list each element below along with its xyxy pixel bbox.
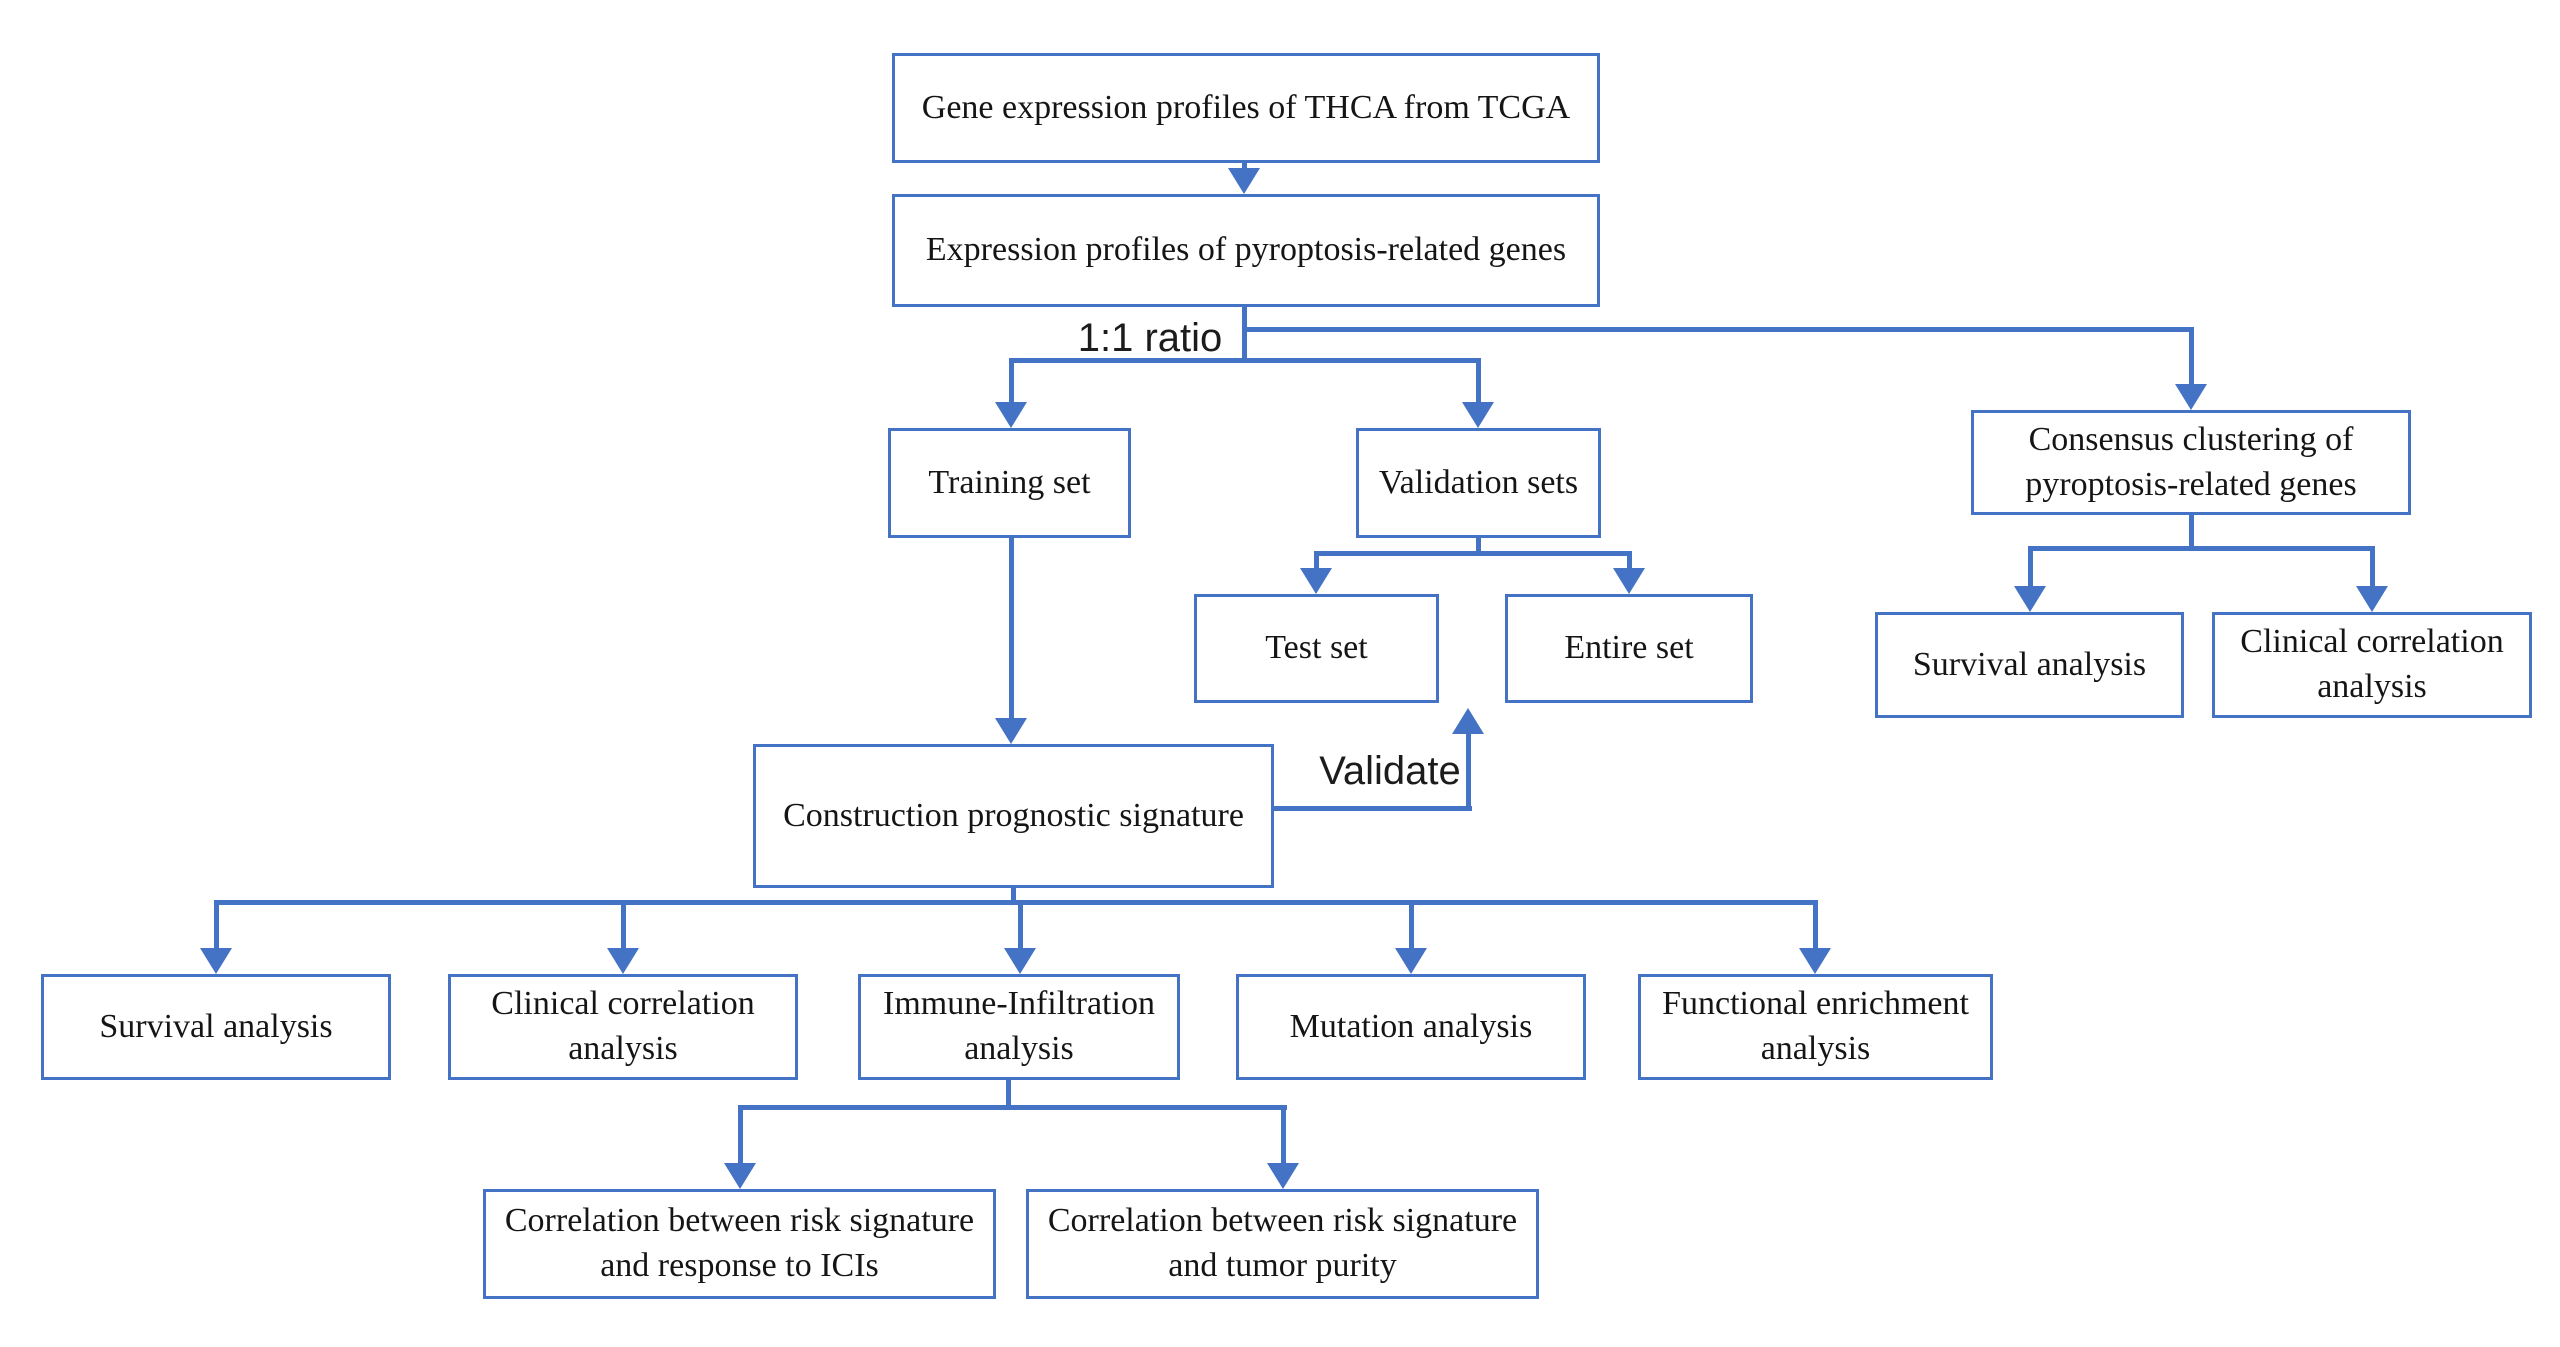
- node-construction-signature: Construction prognostic signature: [753, 744, 1274, 888]
- edge-validate-horizontal: [1274, 806, 1472, 811]
- edge-consensus-stem: [2189, 515, 2194, 550]
- edge-construction-stem: [1011, 888, 1016, 904]
- edge-to-mutation-arrowhead: [1395, 948, 1427, 974]
- edge-to-icis-vertical: [738, 1105, 743, 1167]
- edge-immune-split-horizontal: [738, 1105, 1287, 1110]
- edge-to-consensus-horizontal: [1242, 327, 2193, 332]
- node-label: Test set: [1265, 629, 1368, 667]
- node-label: Correlation between risk signature and r…: [504, 1202, 975, 1284]
- node-survival-analysis: Survival analysis: [41, 974, 391, 1080]
- node-consensus-clustering: Consensus clustering of pyroptosis-relat…: [1971, 410, 2411, 515]
- edge-validation-stem: [1476, 538, 1481, 555]
- edge-to-training-vertical: [1009, 358, 1014, 404]
- edge-to-purity-arrowhead: [1267, 1163, 1299, 1189]
- node-label: Correlation between risk signature and t…: [1047, 1202, 1518, 1284]
- edge-training-to-construction-line: [1009, 538, 1014, 720]
- node-mutation-analysis: Mutation analysis: [1236, 974, 1586, 1080]
- edge-validate-vertical: [1466, 732, 1471, 811]
- edge-to-mutation-vertical: [1409, 900, 1414, 950]
- edge-to-test-arrowhead: [1300, 568, 1332, 594]
- edge-to-entire-vertical: [1627, 551, 1632, 572]
- edge-training-to-construction-arrowhead: [995, 718, 1027, 744]
- edge-immune-stem: [1006, 1080, 1011, 1109]
- edge-to-entire-arrowhead: [1613, 568, 1645, 594]
- split-ratio-label: 1:1 ratio: [1077, 316, 1223, 360]
- node-label: Consensus clustering of pyroptosis-relat…: [2025, 420, 2357, 503]
- edge-to-survival-cluster-vertical: [2028, 546, 2033, 590]
- node-entire-set: Entire set: [1505, 594, 1753, 703]
- edge-gene-to-pyroptosis-line: [1242, 163, 1247, 172]
- edge-to-purity-vertical: [1281, 1105, 1286, 1167]
- edge-to-test-vertical: [1314, 551, 1319, 572]
- node-label: Survival analysis: [99, 1007, 333, 1045]
- node-gene-expression: Gene expression profiles of THCA from TC…: [892, 53, 1600, 163]
- node-label: Immune-Infiltration analysis: [883, 985, 1155, 1067]
- edge-validate-arrowhead: [1452, 708, 1484, 734]
- node-correlation-icis: Correlation between risk signature and r…: [483, 1189, 996, 1299]
- node-clinical-correlation-cluster: Clinical correlation analysis: [2212, 612, 2532, 718]
- validate-label: Validate: [1319, 749, 1461, 793]
- node-label: Functional enrichment analysis: [1662, 985, 1969, 1067]
- node-label: Clinical correlation analysis: [2240, 623, 2504, 705]
- edge-to-clinical-cluster-vertical: [2370, 546, 2375, 590]
- edge-consensus-split-horizontal: [2028, 546, 2374, 551]
- edge-to-consensus-arrowhead: [2175, 384, 2207, 410]
- node-label: Validation sets: [1378, 463, 1579, 501]
- node-label: Gene expression profiles of THCA from TC…: [921, 88, 1571, 126]
- node-label: Clinical correlation analysis: [491, 985, 755, 1067]
- edge-pyroptosis-stem-line: [1242, 307, 1247, 363]
- node-label: Survival analysis: [1912, 645, 2147, 683]
- edge-to-functional-arrowhead: [1799, 948, 1831, 974]
- edge-distribution-horizontal: [214, 900, 1817, 905]
- edge-to-immune-arrowhead: [1004, 948, 1036, 974]
- edge-to-validation-vertical: [1476, 358, 1481, 404]
- node-label: Construction prognostic signature: [783, 796, 1244, 834]
- node-label: Training set: [928, 463, 1091, 501]
- node-training-set: Training set: [888, 428, 1131, 538]
- edge-to-functional-vertical: [1813, 900, 1818, 950]
- node-label: Expression profiles of pyroptosis-relate…: [925, 231, 1567, 269]
- node-validation-sets: Validation sets: [1356, 428, 1601, 538]
- edge-to-training-arrowhead: [995, 402, 1027, 428]
- node-label: Mutation analysis: [1289, 1007, 1533, 1045]
- edge-to-survival-vertical: [214, 900, 219, 950]
- edge-validation-split-horizontal: [1314, 551, 1631, 556]
- node-test-set: Test set: [1194, 594, 1439, 703]
- edge-to-icis-arrowhead: [724, 1163, 756, 1189]
- edge-to-immune-vertical: [1018, 900, 1023, 950]
- edge-to-validation-arrowhead: [1462, 402, 1494, 428]
- node-label: Entire set: [1564, 629, 1694, 667]
- edge-to-clinical-arrowhead: [607, 948, 639, 974]
- node-survival-analysis-cluster: Survival analysis: [1875, 612, 2184, 718]
- node-immune-infiltration: Immune-Infiltration analysis: [858, 974, 1180, 1080]
- node-pyroptosis-profiles: Expression profiles of pyroptosis-relate…: [892, 194, 1600, 307]
- node-clinical-correlation: Clinical correlation analysis: [448, 974, 798, 1080]
- node-functional-enrichment: Functional enrichment analysis: [1638, 974, 1993, 1080]
- edge-to-survival-arrowhead: [200, 948, 232, 974]
- edge-to-survival-cluster-arrowhead: [2014, 586, 2046, 612]
- node-correlation-tumor-purity: Correlation between risk signature and t…: [1026, 1189, 1539, 1299]
- edge-gene-to-pyroptosis-arrowhead: [1228, 168, 1260, 194]
- edge-to-clinical-vertical: [621, 900, 626, 950]
- edge-to-clinical-cluster-arrowhead: [2356, 586, 2388, 612]
- edge-split-ratio-horizontal: [1009, 358, 1480, 363]
- edge-to-consensus-vertical: [2189, 327, 2194, 387]
